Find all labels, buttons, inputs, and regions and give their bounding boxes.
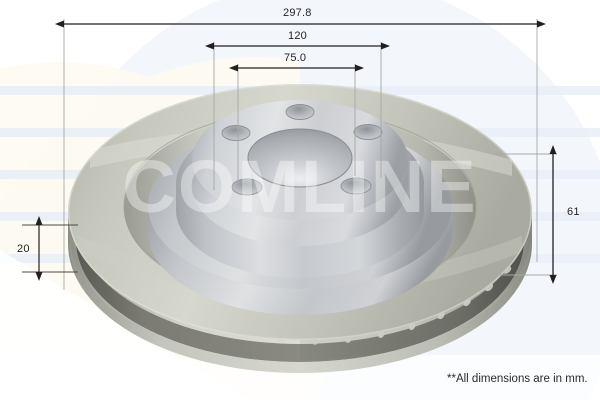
hub-flange-wall <box>148 206 452 315</box>
dimension-lines <box>22 19 557 290</box>
dimension-outer-diameter <box>55 19 546 290</box>
dimension-label-overall-height: 61 <box>567 206 580 218</box>
comline-watermark-text: COMLINE <box>122 145 477 228</box>
bolt-holes <box>221 104 383 196</box>
dimension-centre-bore <box>229 64 364 182</box>
hub-upper-wall <box>192 160 408 246</box>
bolt-hole <box>221 125 251 141</box>
dimension-label-bolt-circle: 120 <box>288 30 307 42</box>
hub-mid-wall <box>176 184 424 278</box>
brake-disc-illustration <box>68 84 532 373</box>
units-footnote: **All dimensions are in mm. <box>447 373 588 385</box>
centre-bore <box>248 129 352 187</box>
dimension-disc-thickness <box>22 216 78 281</box>
dimension-label-outer-diameter: 297.8 <box>283 7 312 19</box>
dimension-overall-height <box>480 145 557 284</box>
bolt-hole <box>340 177 372 195</box>
dimension-bolt-circle <box>205 42 390 190</box>
dimension-label-centre-bore: 75.0 <box>284 52 307 64</box>
disc-shadow <box>300 212 532 360</box>
bolt-hole <box>231 178 263 196</box>
bolt-hole <box>353 124 383 140</box>
comline-watermark: COMLINE <box>122 145 477 228</box>
bolt-hole <box>285 104 315 120</box>
dimension-label-disc-thickness: 20 <box>17 243 30 255</box>
